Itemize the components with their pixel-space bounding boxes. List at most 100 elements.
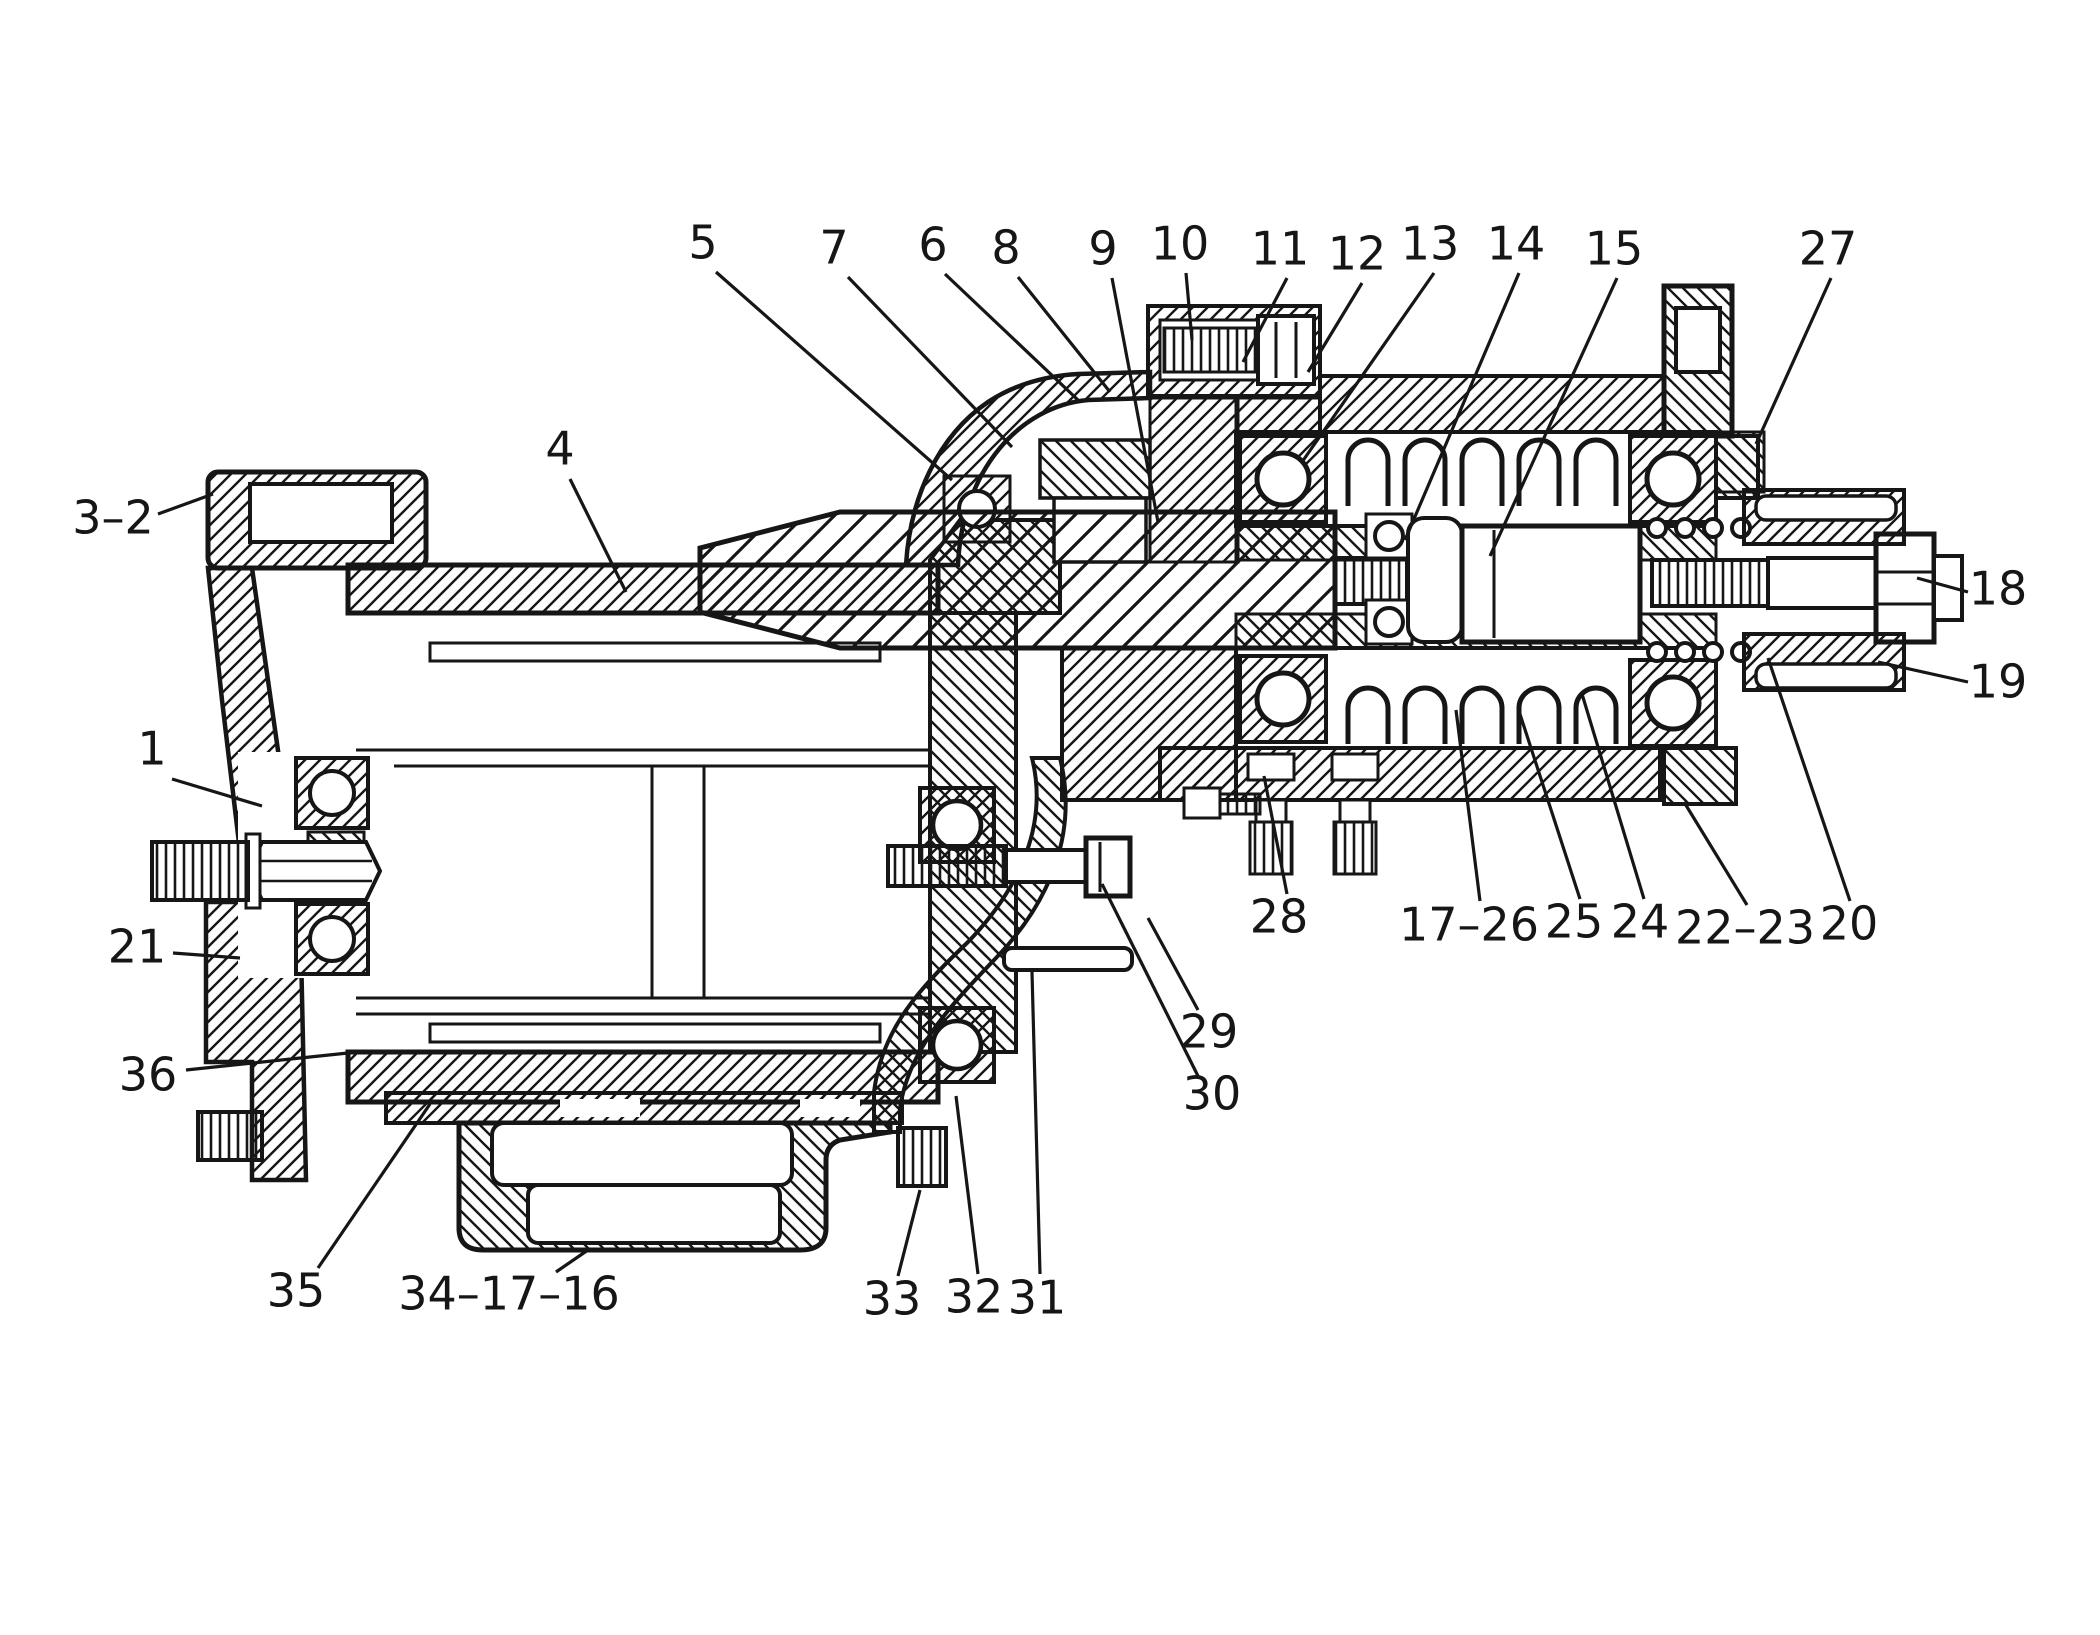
leader-line-22-23 bbox=[1682, 801, 1749, 906]
part-number-14: 14 bbox=[1487, 217, 1546, 271]
leader-line-19 bbox=[1877, 660, 1969, 684]
part-number-17-26: 17–26 bbox=[1399, 898, 1539, 952]
coil-section bbox=[1646, 517, 1668, 539]
bearing-ball bbox=[1644, 674, 1702, 732]
part-number-13: 13 bbox=[1401, 217, 1460, 271]
part-number-1: 1 bbox=[137, 722, 166, 776]
part-number-22-23: 22–23 bbox=[1675, 901, 1815, 955]
lower-spring-chamber bbox=[1234, 646, 1718, 750]
part-number-21: 21 bbox=[108, 920, 167, 974]
sump-cavity-lower bbox=[526, 1183, 782, 1245]
leader-line-24 bbox=[1580, 693, 1646, 900]
leader-line-5 bbox=[714, 270, 954, 482]
shaft-threads-right bbox=[1650, 558, 1770, 608]
leader-line-25 bbox=[1516, 707, 1582, 900]
part-number-29: 29 bbox=[1180, 1005, 1239, 1059]
bolt-head bbox=[1083, 835, 1133, 899]
part-number-32: 32 bbox=[945, 1270, 1004, 1324]
leader-line-14 bbox=[1403, 272, 1521, 541]
screw-threads bbox=[1218, 792, 1262, 816]
spring-coil bbox=[1516, 437, 1562, 506]
leader-line-15 bbox=[1488, 277, 1619, 557]
bearing-ball bbox=[930, 798, 984, 852]
part-number-5: 5 bbox=[688, 216, 717, 270]
housing-foot bbox=[1662, 746, 1738, 806]
screw-head bbox=[1182, 786, 1222, 820]
lower-housing-band bbox=[1158, 746, 1738, 876]
part-number-19: 19 bbox=[1969, 655, 2028, 709]
top-boss bbox=[1146, 304, 1322, 398]
left-shaft-assembly bbox=[150, 752, 394, 978]
part-number-6: 6 bbox=[918, 218, 947, 272]
chamber-end-cap bbox=[1234, 396, 1322, 434]
spline-key bbox=[1754, 494, 1898, 522]
leader-line-33 bbox=[896, 1189, 922, 1277]
leader-line-6 bbox=[943, 272, 1080, 402]
bearing-ball bbox=[308, 915, 356, 963]
spring-coil bbox=[1345, 437, 1391, 506]
dome-rim bbox=[903, 369, 1153, 568]
leader-line-35 bbox=[316, 1103, 432, 1269]
part-number-8: 8 bbox=[991, 221, 1020, 275]
bearing-ball bbox=[308, 769, 356, 817]
stud-head bbox=[1330, 752, 1380, 782]
bearing-ball bbox=[1373, 520, 1405, 552]
bolt-threads bbox=[1162, 326, 1260, 374]
leader-line-10 bbox=[1184, 272, 1194, 341]
part-number-35: 35 bbox=[267, 1264, 326, 1318]
part-number-3-2: 3–2 bbox=[72, 491, 154, 545]
part-number-27: 27 bbox=[1799, 222, 1858, 276]
bolt-head bbox=[1256, 314, 1316, 386]
seal-stack bbox=[1038, 438, 1152, 500]
bearing-ball bbox=[1644, 450, 1702, 508]
sump-cavity-upper bbox=[490, 1121, 794, 1187]
coil-section bbox=[1674, 641, 1696, 663]
leader-line-1 bbox=[171, 777, 263, 808]
part-number-10: 10 bbox=[1151, 217, 1210, 271]
main-drum bbox=[345, 562, 941, 1105]
detent-collar bbox=[1406, 516, 1464, 644]
leader-line-28 bbox=[1262, 775, 1289, 895]
shaft-body bbox=[697, 509, 1338, 651]
bearing-ball bbox=[930, 1018, 984, 1072]
threaded-boss bbox=[896, 1126, 948, 1188]
leader-line-12 bbox=[1306, 282, 1364, 373]
upper-spring-chamber bbox=[1234, 430, 1718, 528]
bolt-threads bbox=[886, 844, 1008, 888]
hex-nut bbox=[245, 840, 383, 902]
part-number-7: 7 bbox=[819, 221, 848, 275]
leader-line-13 bbox=[1300, 272, 1436, 463]
drain-plug bbox=[196, 1110, 264, 1162]
leader-line-32 bbox=[954, 1095, 980, 1275]
leader-line-30 bbox=[1100, 883, 1200, 1077]
threaded-stub bbox=[150, 840, 250, 902]
flange-window bbox=[248, 482, 394, 544]
leader-line-4 bbox=[568, 478, 628, 593]
leader-line-8 bbox=[1016, 276, 1112, 393]
bolt-shank bbox=[1004, 848, 1088, 884]
drum-interior bbox=[352, 613, 936, 1052]
part-number-28: 28 bbox=[1250, 890, 1309, 944]
coil-section bbox=[1646, 641, 1668, 663]
bearing-ball bbox=[1373, 606, 1405, 638]
spring-coil bbox=[1402, 437, 1448, 506]
spring-coil bbox=[1459, 437, 1505, 506]
bracket-window bbox=[1674, 306, 1722, 374]
leader-line-27 bbox=[1754, 277, 1833, 445]
tie-rod-bottom bbox=[428, 1022, 882, 1044]
spring-coil bbox=[1345, 685, 1391, 744]
leader-line-34-17-16 bbox=[555, 1248, 589, 1274]
tie-rod-top bbox=[428, 641, 882, 663]
part-number-31: 31 bbox=[1008, 1271, 1067, 1325]
leader-line-3-2 bbox=[157, 492, 214, 516]
spring-coil bbox=[1402, 685, 1448, 744]
coil-section bbox=[1702, 517, 1724, 539]
leader-line-31 bbox=[1030, 971, 1042, 1275]
part-number-11: 11 bbox=[1251, 222, 1310, 276]
spring-coil bbox=[1573, 437, 1619, 506]
part-number-12: 12 bbox=[1328, 227, 1387, 281]
end-nut bbox=[1873, 531, 1937, 645]
oil-sump bbox=[384, 1091, 948, 1253]
